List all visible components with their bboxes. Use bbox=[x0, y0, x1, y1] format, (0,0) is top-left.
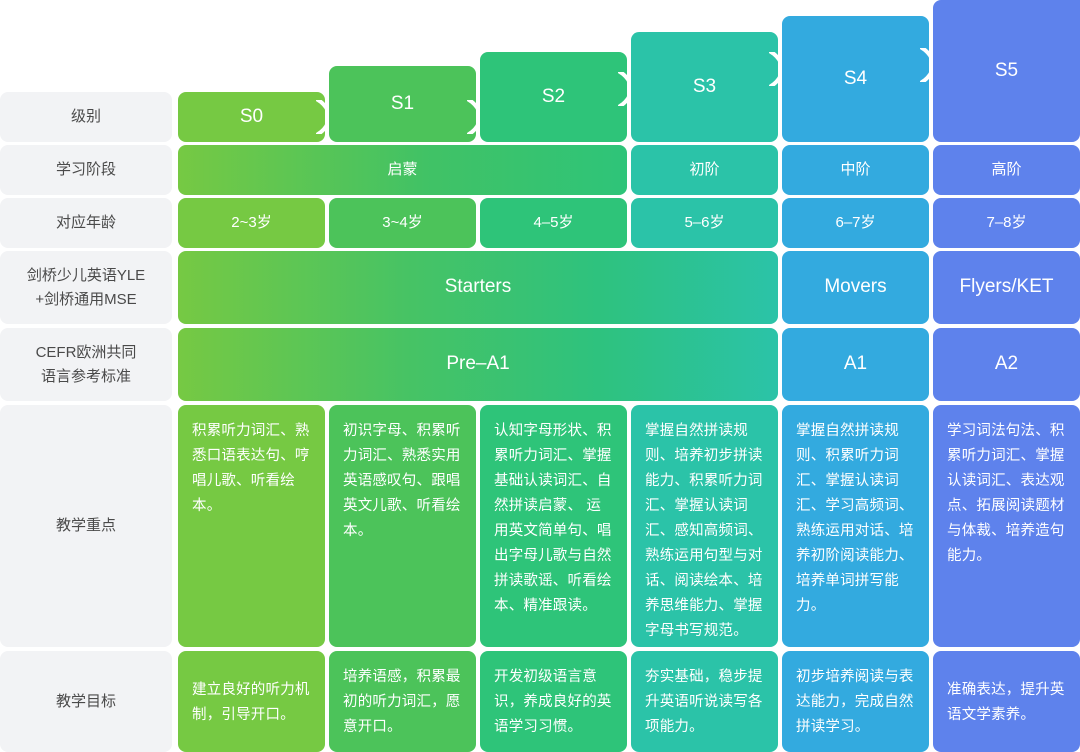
level-header-s0[interactable]: S0 bbox=[178, 92, 325, 142]
yle-cell-flyers[interactable]: Flyers/KET bbox=[933, 251, 1080, 324]
focus-s3-text: 掌握自然拼读规则、培养初步拼读能力、积累听力词汇、掌握认读词汇、感知高频词、熟练… bbox=[645, 423, 763, 639]
age-cell-s2[interactable]: 4–5岁 bbox=[480, 198, 627, 248]
row-label-age-line1: 对应年龄 bbox=[55, 214, 116, 232]
level-header-s0-label: S0 bbox=[239, 105, 264, 127]
cefr-a2-label: A2 bbox=[994, 353, 1019, 375]
level-header-s1[interactable]: S1 bbox=[329, 66, 476, 142]
age-cell-s1[interactable]: 3~4岁 bbox=[329, 198, 476, 248]
level-header-s2-label: S2 bbox=[541, 85, 566, 107]
age-s1-label: 3~4岁 bbox=[382, 213, 423, 231]
cefr-cell-a1[interactable]: A1 bbox=[782, 328, 929, 401]
goal-s5-text: 准确表达，提升英语文学素养。 bbox=[947, 681, 1065, 723]
stage-middle-label: 中阶 bbox=[840, 160, 871, 178]
row-label-level-line1: 级别 bbox=[70, 108, 101, 126]
cefr-a1-label: A1 bbox=[843, 353, 868, 375]
row-label-cefr-line2: 语言参考标准 bbox=[40, 367, 131, 385]
focus-s4-text: 掌握自然拼读规则、积累听力词汇、掌握认读词汇、学习高频词、熟练运用对话、培养初阶… bbox=[796, 423, 914, 614]
goal-s0-text: 建立良好的听力机制，引导开口。 bbox=[192, 681, 310, 723]
row-label-yle: 剑桥少儿英语YLE +剑桥通用MSE bbox=[0, 251, 172, 324]
goal-s1-text: 培养语感，积累最初的听力词汇，愿意开口。 bbox=[343, 669, 461, 735]
goal-s3-text: 夯实基础，稳步提升英语听说读写各项能力。 bbox=[645, 669, 763, 735]
yle-starters-label: Starters bbox=[444, 276, 512, 298]
stage-cell-advanced[interactable]: 高阶 bbox=[933, 145, 1080, 195]
age-s4-label: 6–7岁 bbox=[835, 213, 876, 231]
goal-cell-s1[interactable]: 培养语感，积累最初的听力词汇，愿意开口。 bbox=[329, 651, 476, 752]
row-label-goal: 教学目标 bbox=[0, 651, 172, 752]
yle-cell-starters[interactable]: Starters bbox=[178, 251, 778, 324]
goal-s2-text: 开发初级语言意识，养成良好的英语学习习惯。 bbox=[494, 669, 612, 735]
level-header-s5-label: S5 bbox=[994, 59, 1019, 81]
goal-cell-s2[interactable]: 开发初级语言意识，养成良好的英语学习习惯。 bbox=[480, 651, 627, 752]
yle-cell-movers[interactable]: Movers bbox=[782, 251, 929, 324]
row-label-cefr: CEFR欧洲共同 语言参考标准 bbox=[0, 328, 172, 401]
row-label-stage-line1: 学习阶段 bbox=[55, 161, 116, 179]
level-header-s2[interactable]: S2 bbox=[480, 52, 627, 142]
row-label-yle-line2: +剑桥通用MSE bbox=[35, 290, 137, 308]
level-header-s1-label: S1 bbox=[390, 92, 415, 114]
focus-s1-text: 初识字母、积累听力词汇、熟悉实用英语感叹句、跟唱英文儿歌、听看绘本。 bbox=[343, 423, 461, 539]
focus-cell-s0[interactable]: 积累听力词汇、熟悉口语表达句、哼唱儿歌、听看绘本。 bbox=[178, 405, 325, 647]
focus-cell-s1[interactable]: 初识字母、积累听力词汇、熟悉实用英语感叹句、跟唱英文儿歌、听看绘本。 bbox=[329, 405, 476, 647]
focus-cell-s2[interactable]: 认知字母形状、积累听力词汇、掌握基础认读词汇、自然拼读启蒙、 运用英文简单句、唱… bbox=[480, 405, 627, 647]
age-cell-s4[interactable]: 6–7岁 bbox=[782, 198, 929, 248]
level-header-s4[interactable]: S4 bbox=[782, 16, 929, 142]
level-header-s3-label: S3 bbox=[692, 75, 717, 97]
focus-s0-text: 积累听力词汇、熟悉口语表达句、哼唱儿歌、听看绘本。 bbox=[192, 423, 310, 514]
cefr-pre-a1-label: Pre–A1 bbox=[446, 353, 510, 375]
stage-cell-middle[interactable]: 中阶 bbox=[782, 145, 929, 195]
row-label-focus-line1: 教学重点 bbox=[55, 517, 116, 535]
row-label-cefr-line1: CEFR欧洲共同 bbox=[35, 344, 137, 362]
focus-s2-text: 认知字母形状、积累听力词汇、掌握基础认读词汇、自然拼读启蒙、 运用英文简单句、唱… bbox=[494, 423, 612, 614]
focus-cell-s3[interactable]: 掌握自然拼读规则、培养初步拼读能力、积累听力词汇、掌握认读词汇、感知高频词、熟练… bbox=[631, 405, 778, 647]
goal-cell-s3[interactable]: 夯实基础，稳步提升英语听说读写各项能力。 bbox=[631, 651, 778, 752]
stage-advanced-label: 高阶 bbox=[991, 160, 1022, 178]
cefr-cell-a2[interactable]: A2 bbox=[933, 328, 1080, 401]
cefr-cell-pre-a1[interactable]: Pre–A1 bbox=[178, 328, 778, 401]
age-cell-s0[interactable]: 2~3岁 bbox=[178, 198, 325, 248]
row-label-goal-line1: 教学目标 bbox=[55, 692, 116, 710]
age-s0-label: 2~3岁 bbox=[231, 213, 272, 231]
row-label-focus: 教学重点 bbox=[0, 405, 172, 647]
row-label-level: 级别 bbox=[0, 92, 172, 142]
level-header-s4-label: S4 bbox=[843, 67, 868, 89]
goal-cell-s0[interactable]: 建立良好的听力机制，引导开口。 bbox=[178, 651, 325, 752]
stage-cell-enlighten[interactable]: 启蒙 bbox=[178, 145, 627, 195]
stage-primary-label: 初阶 bbox=[689, 160, 720, 178]
focus-cell-s5[interactable]: 学习词法句法、积累听力词汇、掌握认读词汇、表达观点、拓展阅读题材与体裁、培养造句… bbox=[933, 405, 1080, 647]
goal-cell-s5[interactable]: 准确表达，提升英语文学素养。 bbox=[933, 651, 1080, 752]
stage-cell-primary[interactable]: 初阶 bbox=[631, 145, 778, 195]
stage-enlighten-label: 启蒙 bbox=[387, 160, 418, 178]
yle-flyers-label: Flyers/KET bbox=[959, 276, 1054, 298]
focus-cell-s4[interactable]: 掌握自然拼读规则、积累听力词汇、掌握认读词汇、学习高频词、熟练运用对话、培养初阶… bbox=[782, 405, 929, 647]
level-header-s3[interactable]: S3 bbox=[631, 32, 778, 142]
level-header-s5[interactable]: S5 bbox=[933, 0, 1080, 142]
age-s5-label: 7–8岁 bbox=[986, 213, 1027, 231]
age-s3-label: 5–6岁 bbox=[684, 213, 725, 231]
age-cell-s3[interactable]: 5–6岁 bbox=[631, 198, 778, 248]
goal-s4-text: 初步培养阅读与表达能力，完成自然拼读学习。 bbox=[796, 669, 914, 735]
row-label-stage: 学习阶段 bbox=[0, 145, 172, 195]
goal-cell-s4[interactable]: 初步培养阅读与表达能力，完成自然拼读学习。 bbox=[782, 651, 929, 752]
focus-s5-text: 学习词法句法、积累听力词汇、掌握认读词汇、表达观点、拓展阅读题材与体裁、培养造句… bbox=[947, 423, 1065, 564]
row-label-age: 对应年龄 bbox=[0, 198, 172, 248]
yle-movers-label: Movers bbox=[824, 276, 887, 298]
row-label-yle-line1: 剑桥少儿英语YLE bbox=[26, 267, 146, 285]
age-cell-s5[interactable]: 7–8岁 bbox=[933, 198, 1080, 248]
age-s2-label: 4–5岁 bbox=[533, 213, 574, 231]
